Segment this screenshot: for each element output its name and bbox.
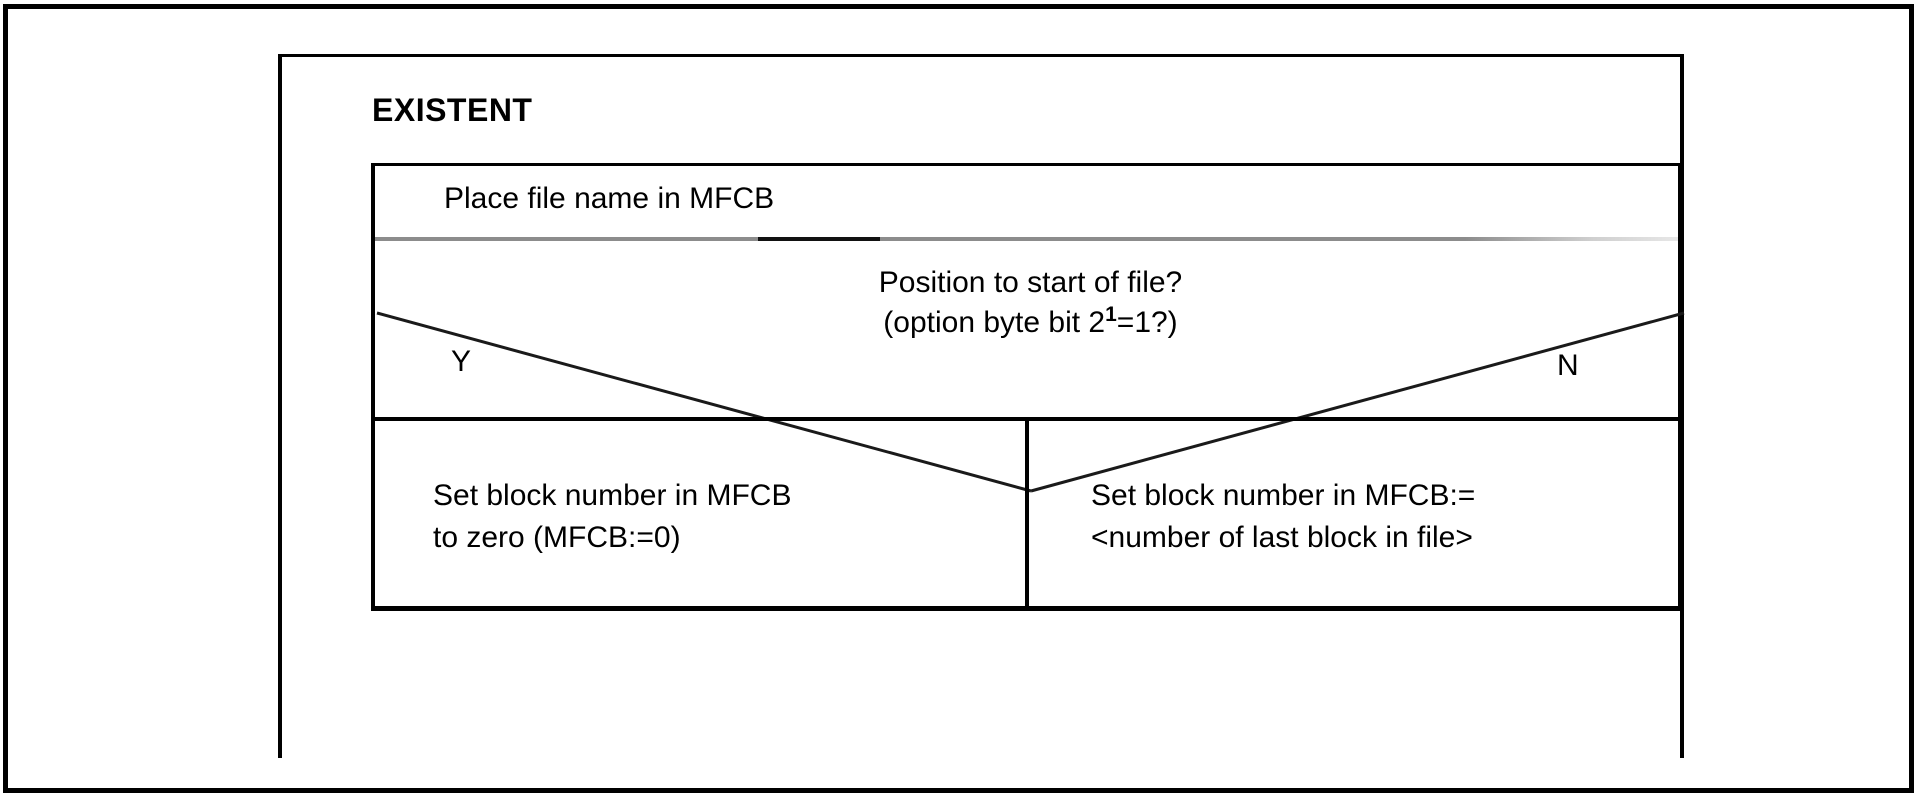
rule-segment-light-mid	[880, 237, 1320, 241]
condition-branch-lines	[376, 311, 1685, 493]
condition-question-line-2: (option byte bit 21=1?)	[375, 303, 1686, 343]
condition-question: Position to start of file? (option byte …	[375, 263, 1686, 343]
condition-block: Position to start of file? (option byte …	[371, 237, 1685, 493]
action-block-yes-text: Set block number in MFCB to zero (MFCB:=…	[433, 479, 792, 554]
condition-question-line-1: Position to start of file?	[878, 266, 1183, 299]
branch-label-yes: Y	[451, 345, 472, 378]
process-block-text: Place file name in MFCB	[444, 182, 775, 215]
structogram-table: Place file name in MFCB Position to star…	[371, 163, 1685, 611]
condition-question-line-2-suffix: =1?)	[1116, 306, 1178, 339]
page-title: EXISTENT	[372, 92, 533, 128]
action-block-no-text: Set block number in MFCB:= <number of la…	[1091, 479, 1476, 554]
branch-line-left	[376, 311, 1032, 493]
action-block-yes: Set block number in MFCB to zero (MFCB:=…	[375, 421, 1029, 606]
branch-line-right	[1030, 311, 1685, 493]
rule-segment-light-left	[371, 237, 758, 241]
action-block-row: Set block number in MFCB to zero (MFCB:=…	[371, 417, 1682, 611]
condition-top-rule	[371, 237, 1682, 241]
branch-label-no: N	[1557, 349, 1579, 382]
process-block: Place file name in MFCB	[371, 163, 1682, 237]
rule-segment-dark	[758, 237, 880, 241]
action-block-no: Set block number in MFCB:= <number of la…	[1029, 421, 1682, 606]
rule-segment-faded-right	[1320, 237, 1682, 241]
outer-page-frame	[3, 4, 1914, 793]
condition-question-line-2-prefix: (option byte bit 2	[883, 306, 1106, 339]
structogram-panel	[278, 54, 1684, 758]
condition-question-superscript: 1	[1105, 303, 1117, 326]
